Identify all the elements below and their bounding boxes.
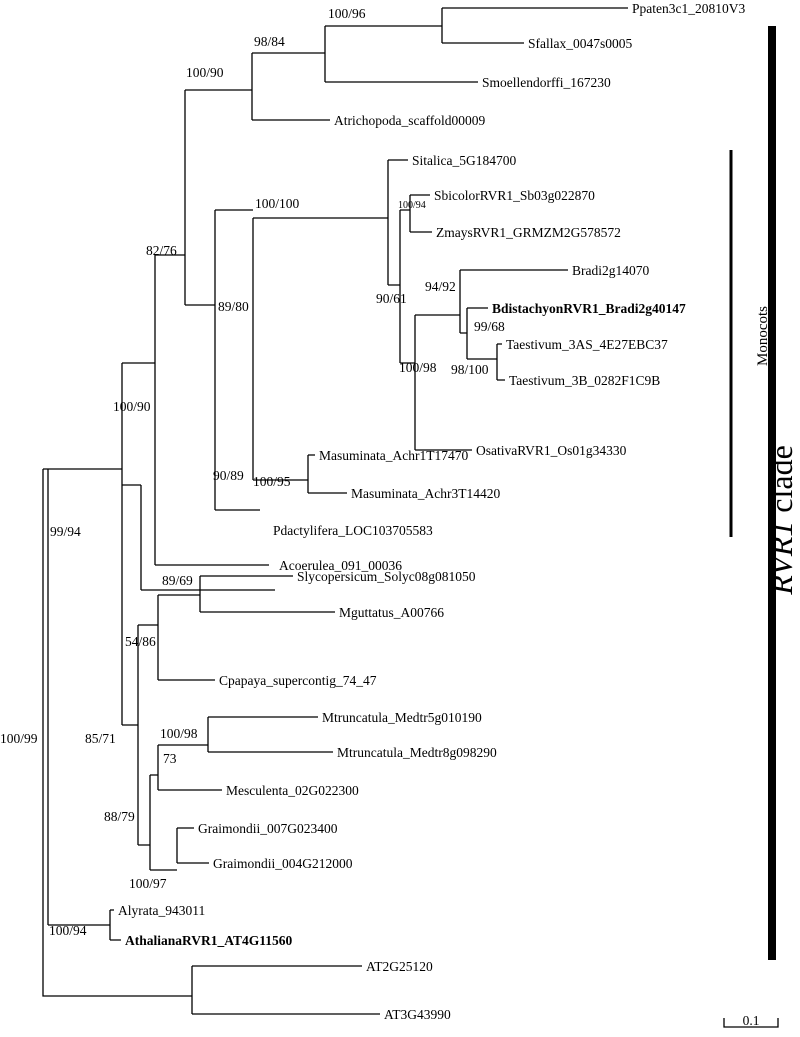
taxon-label: Cpapaya_supercontig_74_47 [219,673,377,688]
support-value: 100/90 [113,399,151,414]
taxon-label: ZmaysRVR1_GRMZM2G578572 [436,225,621,240]
taxon-label: Sfallax_0047s0005 [528,36,632,51]
clade-word: clade [763,445,799,521]
taxon-label: OsativaRVR1_Os01g34330 [476,443,627,458]
taxon-label: Atrichopoda_scaffold00009 [334,113,485,128]
taxon-label: Alyrata_943011 [118,903,205,918]
branch [214,210,260,511]
taxon-label: Graimondii_007G023400 [198,821,338,836]
taxon-label-highlighted: BdistachyonRVR1_Bradi2g40147 [492,301,686,316]
branch [137,624,158,845]
branch [400,315,472,451]
support-value: 90/89 [213,468,244,483]
taxon-label: AT2G25120 [366,959,433,974]
support-value: 54/86 [125,634,156,649]
taxon-labels: Ppaten3c1_20810V3 Sfallax_0047s0005 Smoe… [118,1,745,1022]
support-value: 100/94 [49,923,87,938]
support-value: 100/95 [253,474,291,489]
branch [48,909,121,941]
taxon-label: Taestivum_3B_0282F1C9B [509,373,660,388]
rvr1-clade-label: RVR1 clade [763,445,799,596]
taxon-label: Mguttatus_A00766 [339,605,444,620]
support-value: 90/61 [376,291,407,306]
scale-bar-label: 0.1 [743,1013,760,1028]
taxon-label-highlighted: AthalianaRVR1_AT4G11560 [125,933,293,948]
taxon-label: Acoerulea_091_00036 [279,558,402,573]
support-value: 99/94 [50,524,81,539]
support-value: 98/84 [254,34,285,49]
taxon-label: Masuminata_Achr1T17470 [319,448,468,463]
branch [150,745,222,791]
taxon-label: Ppaten3c1_20810V3 [632,1,745,16]
support-value: 94/92 [425,279,456,294]
branch [387,159,408,286]
branch [185,53,330,121]
branch [158,716,333,753]
branch [157,594,215,681]
support-value: 100/100 [255,196,300,211]
rvr1-clade-group: RVR1 clade [763,26,799,960]
support-value: 100/94 [398,200,426,211]
scale-bar: 0.1 [723,1013,779,1028]
taxon-label: Sitalica_5G184700 [412,153,516,168]
branch [399,209,410,363]
support-value: 89/69 [162,573,193,588]
support-value: 100/96 [328,6,366,21]
monocots-group: Monocots [729,150,771,537]
branch [467,343,505,381]
support-value: 100/99 [0,731,38,746]
branch [140,485,275,591]
taxon-label: Mtruncatula_Medtr8g098290 [337,745,497,760]
taxon-label: Slycopersicum_Solyc08g081050 [297,569,476,584]
clade-name: RVR1 [763,521,799,596]
support-value: 89/80 [218,299,249,314]
support-value: 98/100 [451,362,489,377]
branch [150,827,209,871]
support-value: 100/98 [160,726,198,741]
branch [409,194,432,233]
branch [415,269,568,333]
taxon-label: Bradi2g14070 [572,263,649,278]
branch [252,26,478,83]
branch [253,454,347,494]
support-values: 100/96 98/84 100/90 100/94 100/100 82/76… [0,6,505,938]
taxon-label: Smoellendorffi_167230 [482,75,611,90]
taxon-label: AT3G43990 [384,1007,451,1022]
branch [155,90,215,306]
taxon-label: Graimondii_004G212000 [213,856,353,871]
branch [42,469,192,997]
monocots-label: Monocots [755,306,771,366]
taxon-label: SbicolorRVR1_Sb03g022870 [434,188,595,203]
taxon-label: Pdactylifera_LOC103705583 [273,523,433,538]
taxon-label: Taestivum_3AS_4E27EBC37 [506,337,668,352]
branch [121,485,138,726]
support-value: 88/79 [104,809,135,824]
taxon-label: Mtruncatula_Medtr5g010190 [322,710,482,725]
branch [460,307,488,359]
support-value: 100/98 [399,360,437,375]
support-value: 82/76 [146,243,177,258]
branch [138,775,151,870]
support-value: 100/97 [129,876,167,891]
scale-bar-line [723,1018,779,1028]
taxon-label: Masuminata_Achr3T14420 [351,486,500,501]
support-value: 100/90 [186,65,224,80]
support-value: 99/68 [474,319,505,334]
branch [325,7,628,44]
branch [199,575,335,613]
branch [215,209,388,480]
support-value: 85/71 [85,731,116,746]
taxon-label: Mesculenta_02G022300 [226,783,359,798]
branch [121,362,155,486]
tree-branches [42,7,628,1015]
branch [154,255,269,566]
support-value: 73 [163,751,177,766]
